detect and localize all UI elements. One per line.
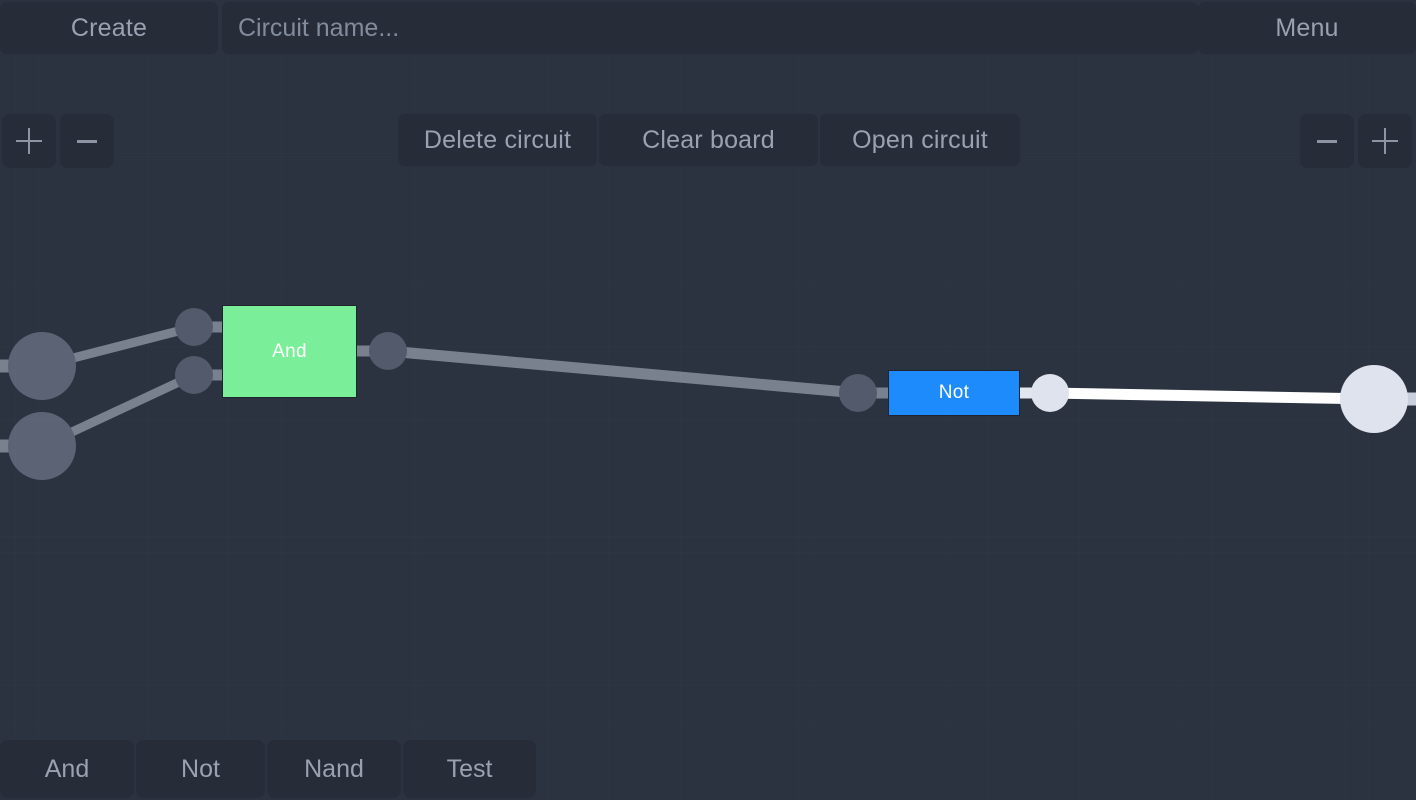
menu-button[interactable]: Menu	[1198, 2, 1416, 54]
plus-icon	[1372, 128, 1398, 154]
open-circuit-button[interactable]: Open circuit	[820, 114, 1020, 166]
palette-item-and[interactable]: And	[0, 740, 134, 798]
minus-icon	[74, 128, 100, 154]
delete-circuit-button[interactable]: Delete circuit	[398, 114, 597, 166]
wire-not-to-output[interactable]	[1049, 387, 1375, 405]
plus-icon	[16, 128, 42, 154]
toolbar-primary: Create Menu	[0, 0, 1416, 56]
and-gate-label: And	[272, 340, 307, 362]
circuit-name-input[interactable]	[222, 2, 1198, 54]
clear-board-button[interactable]: Clear board	[599, 114, 818, 166]
palette-item-test[interactable]: Test	[403, 740, 536, 798]
not-gate[interactable]: Not	[888, 370, 1020, 416]
minus-icon	[1314, 128, 1340, 154]
and-gate[interactable]: And	[222, 305, 357, 398]
and-input-bottom[interactable]	[175, 356, 213, 394]
zoom-out-right-button[interactable]	[1300, 114, 1354, 168]
not-gate-label: Not	[938, 382, 970, 403]
palette-item-not[interactable]: Not	[136, 740, 265, 798]
create-button[interactable]: Create	[0, 2, 218, 54]
and-input-top[interactable]	[175, 308, 213, 346]
zoom-in-right-button[interactable]	[1358, 114, 1412, 168]
zoom-out-left-button[interactable]	[60, 114, 114, 168]
toolbar-secondary: Delete circuit Clear board Open circuit	[0, 56, 1416, 168]
zoom-in-left-button[interactable]	[2, 114, 56, 168]
input-node-b[interactable]	[8, 412, 76, 480]
not-output[interactable]	[1031, 374, 1069, 412]
input-node-a[interactable]	[8, 332, 76, 400]
output-node[interactable]	[1340, 365, 1408, 433]
not-input[interactable]	[839, 374, 877, 412]
wire-and-to-not[interactable]	[387, 345, 859, 399]
and-output[interactable]	[369, 332, 407, 370]
palette-item-nand[interactable]: Nand	[267, 740, 401, 798]
